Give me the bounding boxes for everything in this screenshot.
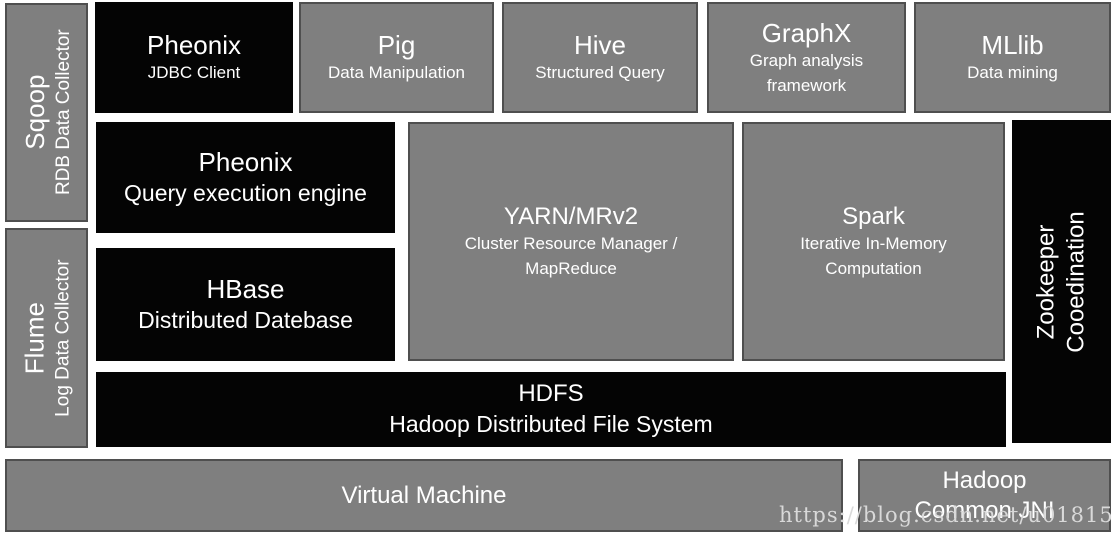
pheonix-client-subtitle: JDBC Client [147, 63, 241, 83]
sqoop-box: Sqoop RDB Data Collector [5, 3, 88, 222]
sqoop-subtitle: RDB Data Collector [51, 29, 73, 196]
flume-title: Flume [19, 301, 50, 375]
pheonix-engine-subtitle: Query execution engine [124, 180, 367, 207]
yarn-subtitle: Cluster Resource Manager / MapReduce [464, 233, 678, 278]
flume-box: Flume Log Data Collector [5, 228, 88, 448]
hdfs-box: HDFS Hadoop Distributed File System [96, 372, 1006, 447]
virtual-machine-title: Virtual Machine [341, 481, 507, 509]
hadoop-common-jni-box: Hadoop Common JNI [858, 459, 1111, 532]
mllib-title: MLlib [981, 29, 1044, 60]
hbase-subtitle: Distributed Datebase [138, 307, 353, 334]
spark-subtitle: Iterative In-Memory Computation [800, 233, 947, 278]
hbase-box: HBase Distributed Datebase [96, 248, 395, 361]
hadoop-common-title: Hadoop [942, 466, 1027, 494]
pheonix-engine-box: Pheonix Query execution engine [96, 122, 395, 233]
graphx-title: GraphX [761, 17, 852, 48]
zookeeper-subtitle: Cooedination [1062, 210, 1090, 353]
yarn-box: YARN/MRv2 Cluster Resource Manager / Map… [408, 122, 734, 361]
mllib-subtitle: Data mining [967, 63, 1058, 83]
pig-subtitle: Data Manipulation [327, 63, 466, 83]
hadoop-common-subtitle: Common JNI [914, 496, 1055, 524]
graphx-box: GraphX Graph analysis framework [707, 2, 906, 113]
flume-label-group: Flume Log Data Collector [18, 259, 74, 416]
hdfs-title: HDFS [518, 379, 584, 407]
zookeeper-box: Zookeeper Cooedination [1012, 120, 1111, 443]
zookeeper-label-group: Zookeeper Cooedination [1032, 211, 1092, 352]
sqoop-label-group: Sqoop RDB Data Collector [18, 30, 74, 196]
pheonix-client-title: Pheonix [147, 29, 241, 60]
spark-title: Spark [842, 202, 905, 230]
mllib-box: MLlib Data mining [914, 2, 1111, 113]
hive-subtitle: Structured Query [535, 63, 665, 83]
pheonix-engine-title: Pheonix [198, 146, 293, 177]
hdfs-subtitle: Hadoop Distributed File System [389, 410, 713, 437]
hive-title: Hive [573, 29, 626, 60]
spark-box: Spark Iterative In-Memory Computation [742, 122, 1005, 361]
graphx-subtitle: Graph analysis framework [749, 51, 864, 95]
flume-subtitle: Log Data Collector [51, 259, 73, 417]
sqoop-title: Sqoop [19, 74, 50, 151]
yarn-title: YARN/MRv2 [503, 202, 639, 230]
virtual-machine-box: Virtual Machine [5, 459, 843, 532]
hive-box: Hive Structured Query [502, 2, 698, 113]
zookeeper-title: Zookeeper [1032, 224, 1060, 339]
pig-title: Pig [377, 29, 416, 60]
hbase-title: HBase [206, 273, 285, 304]
pig-box: Pig Data Manipulation [299, 2, 494, 113]
pheonix-client-box: Pheonix JDBC Client [95, 2, 293, 113]
